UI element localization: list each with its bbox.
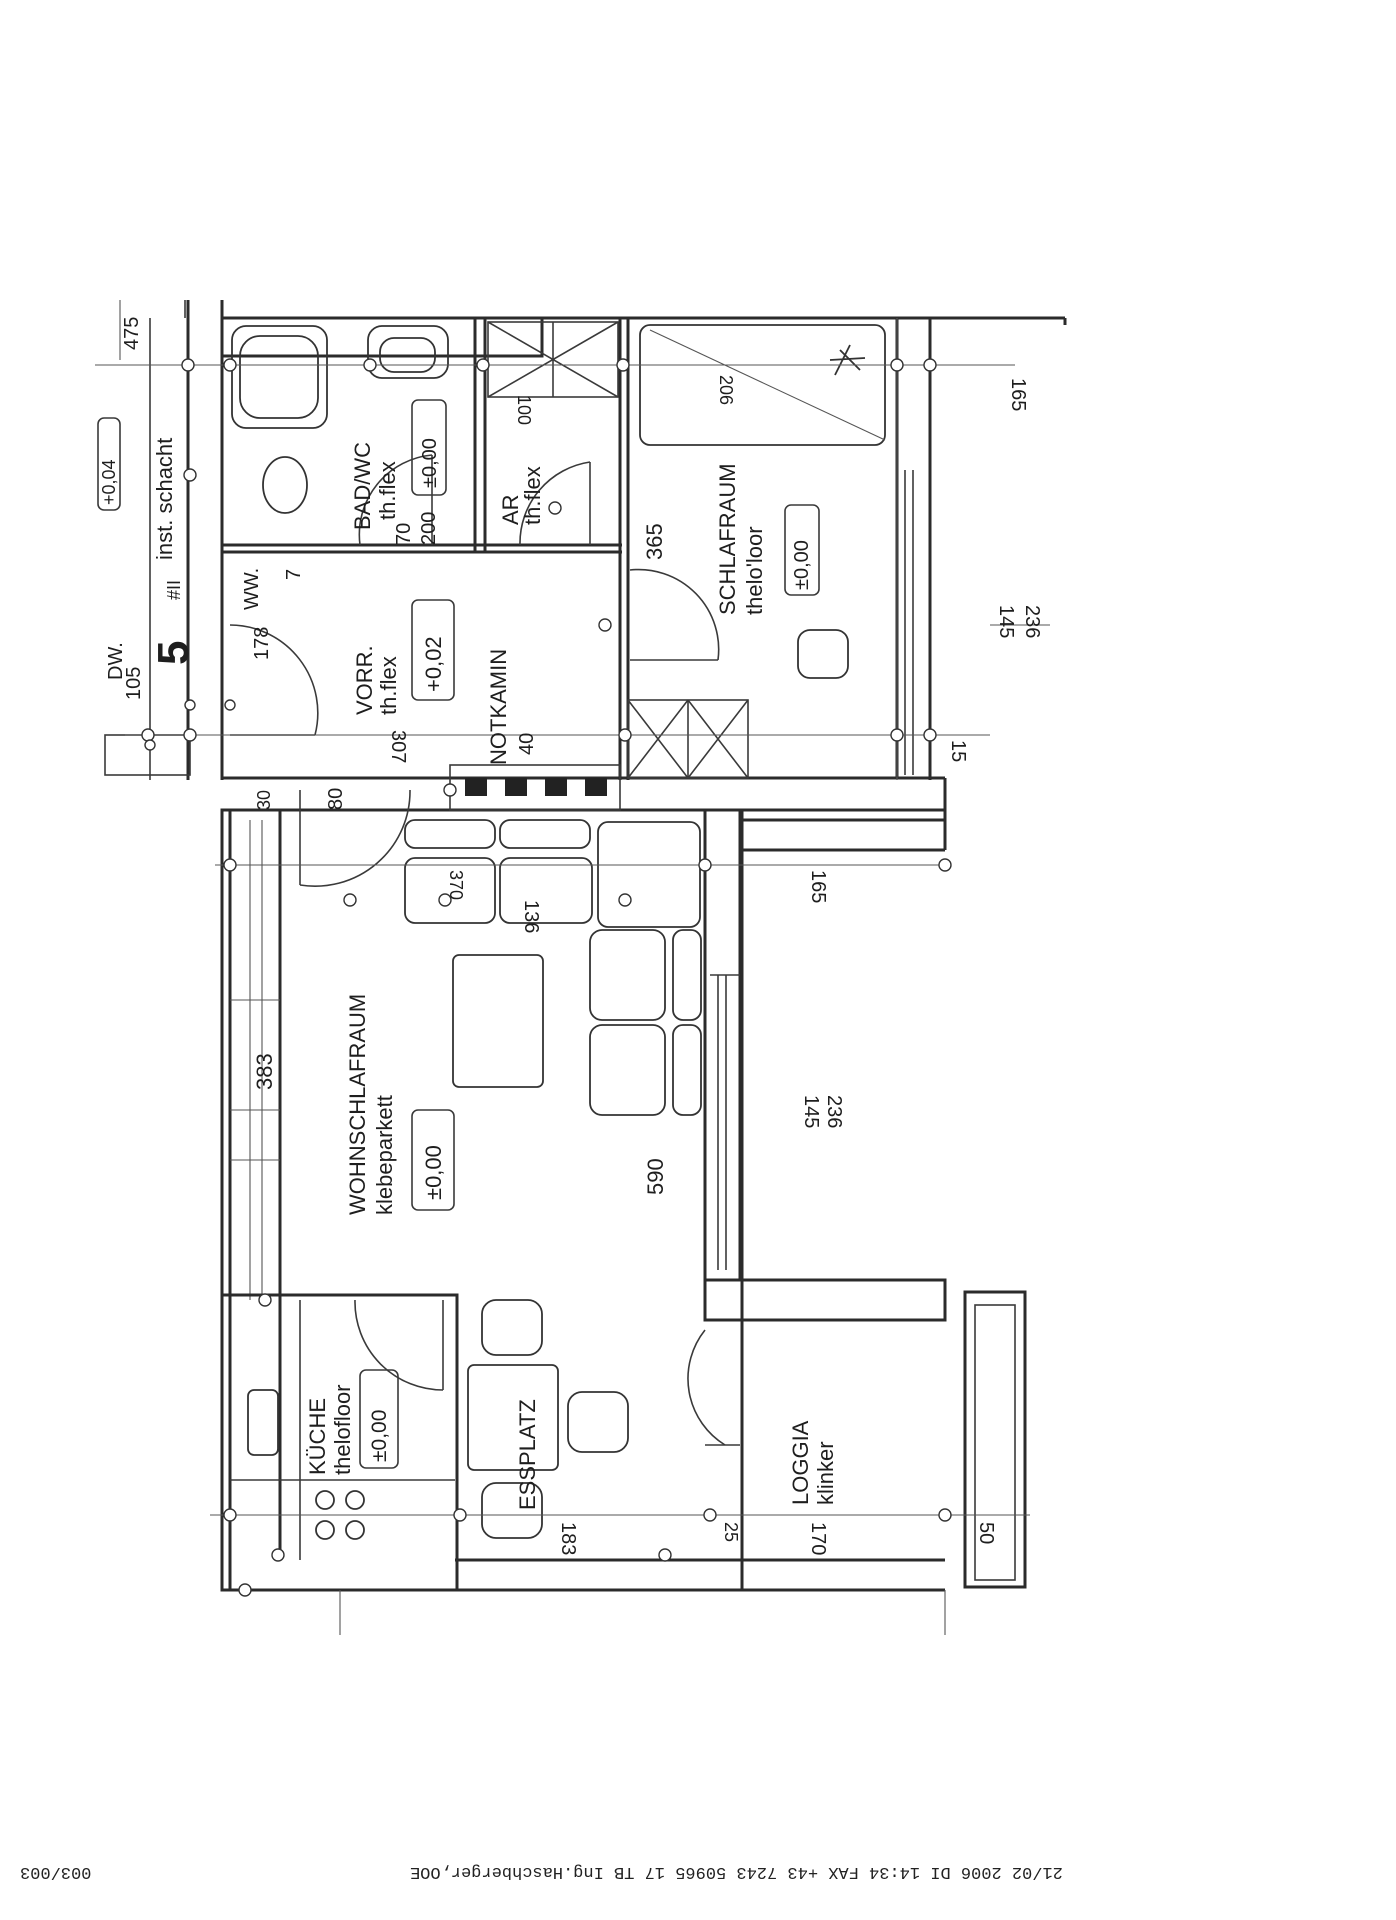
schlafraum-name: SCHLAFRAUM [715,463,740,615]
dim-183: 183 [557,1522,579,1555]
page-number: 003/003 [20,1862,92,1881]
dim-30: 30 [254,790,274,810]
bad-wc-name: BAD/WC [350,442,375,530]
dw-label: DW. [105,642,127,680]
dim-145-top: 145 [995,605,1017,638]
dim-165-mid: 165 [807,870,829,903]
dim-70: 70 [393,523,415,545]
dim-136: 136 [520,900,542,933]
dim-200: 200 [418,512,440,545]
dim-307: 307 [387,730,409,763]
inst-schacht-label: inst. schacht [152,438,177,560]
axis-lines [95,300,1050,1635]
dim-178: 178 [251,627,273,660]
dim-236-top: 236 [1021,605,1043,638]
walls [104,300,1067,1592]
schlafraum-level: ±0,00 [791,540,813,590]
dim-170: 170 [807,1522,829,1555]
dim-100: 100 [514,395,534,425]
dim-236-mid: 236 [823,1095,845,1128]
ar-floor: th.flex [520,466,545,525]
dim-15: 15 [947,740,969,762]
dim-7: 7 [283,569,305,580]
wohnschlafraum-name: WOHNSCHLAFRAUM [345,994,370,1215]
essplatz-name: ESSPLATZ [515,1399,540,1510]
vorr-level: +0,02 [421,636,446,692]
bad-wc-level: ±0,00 [419,438,441,488]
ar-name: AR [498,494,523,525]
dim-365: 365 [642,523,667,560]
dim-206: 206 [716,375,736,405]
dim-50: 50 [975,1522,997,1544]
wohnschlafraum-level: ±0,00 [421,1145,446,1200]
kueche-level: ±0,00 [368,1410,391,1462]
dim-370: 370 [446,870,466,900]
level-tag: +0,04 [99,459,119,505]
dim-165-top: 165 [1007,378,1029,411]
fixtures [230,321,886,1540]
dim-105: 105 [123,667,145,700]
dim-475: 475 [121,317,143,350]
bad-wc-floor: th.flex [375,461,400,520]
wohnschlafraum-floor: klebeparkett [372,1095,397,1215]
dimension-labels: 475 165 145 236 15 165 145 236 590 383 3… [121,317,1043,1556]
kueche-name: KÜCHE [305,1398,330,1475]
kueche-floor: thelofloor [330,1384,355,1475]
dim-25: 25 [721,1522,741,1542]
vorr-name: VORR. [352,645,377,715]
dim-145-mid: 145 [800,1095,822,1128]
dim-383: 383 [252,1053,277,1090]
room-labels: SCHLAFRAUM thelo'loor ±0,00 BAD/WC th.fl… [97,399,838,1510]
vorr-floor: th.flex [376,656,401,715]
loggia-name: LOGGIA [788,1420,813,1505]
schlafraum-floor: thelo'loor [742,526,767,615]
dim-40: 40 [516,733,538,755]
fax-header: 21/02 2006 DI 14:34 FAX +43 7243 50965 1… [410,1862,1063,1881]
loggia-floor: klinker [813,1441,838,1505]
roman-label: #II [164,580,184,600]
dim-80: 80 [325,788,347,810]
notkamin-name: NOTKAMIN [486,649,511,765]
ww-label: WW. [241,568,263,610]
unit-number: 5 [149,641,198,665]
dim-590: 590 [643,1158,668,1195]
